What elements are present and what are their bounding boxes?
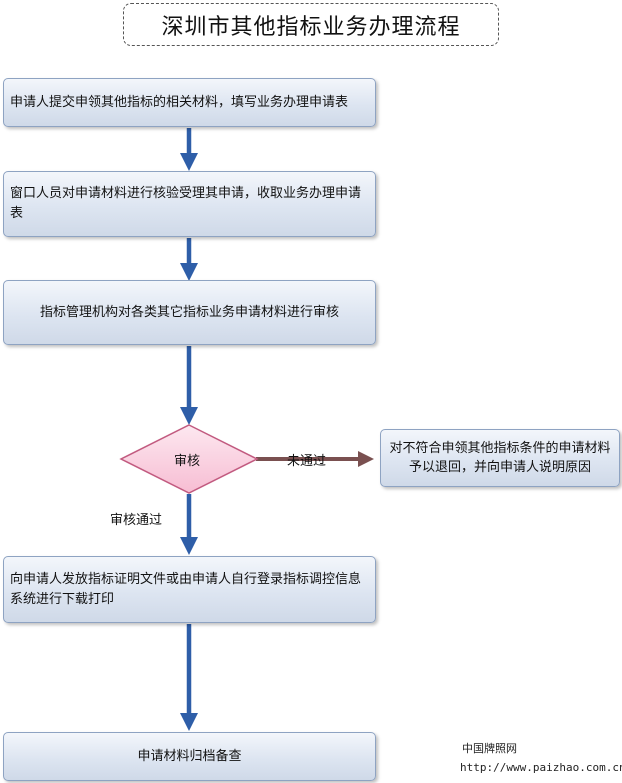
- reject-result-text: 对不符合申领其他指标条件的申请材料予以退回，并向申请人说明原因: [389, 441, 611, 475]
- decision-label: 审核: [174, 454, 201, 469]
- watermark-site-name: 中国牌照网: [462, 742, 517, 755]
- watermark-url: http://www.paizhao.com.cn: [460, 761, 622, 774]
- step-archive-text: 申请材料归档备查: [137, 748, 242, 764]
- step-agency-audit-text: 指标管理机构对各类其它指标业务申请材料进行审核: [39, 304, 339, 320]
- step-archive: 申请材料归档备查: [3, 732, 376, 781]
- step-window-review-text: 窗口人员对申请材料进行核验受理其申请，收取业务办理申请表: [10, 186, 362, 221]
- pass-label: 审核通过: [110, 513, 163, 528]
- step-agency-audit: 指标管理机构对各类其它指标业务申请材料进行审核: [3, 280, 376, 345]
- step-issue-certificate-text: 向申请人发放指标证明文件或由申请人自行登录指标调控信息系统进行下载打印: [10, 571, 362, 607]
- step-submit-materials: 申请人提交申领其他指标的相关材料，填写业务办理申请表: [3, 78, 376, 127]
- decision-diamond: [119, 424, 259, 494]
- step-window-review: 窗口人员对申请材料进行核验受理其申请，收取业务办理申请表: [3, 171, 376, 237]
- reject-result-box: 对不符合申领其他指标条件的申请材料予以退回，并向申请人说明原因: [380, 429, 620, 487]
- step-issue-certificate: 向申请人发放指标证明文件或由申请人自行登录指标调控信息系统进行下载打印: [3, 556, 376, 623]
- reject-label: 未通过: [287, 454, 327, 469]
- step-submit-materials-text: 申请人提交申领其他指标的相关材料，填写业务办理申请表: [10, 94, 349, 110]
- diagram-title: 深圳市其他指标业务办理流程: [123, 3, 499, 46]
